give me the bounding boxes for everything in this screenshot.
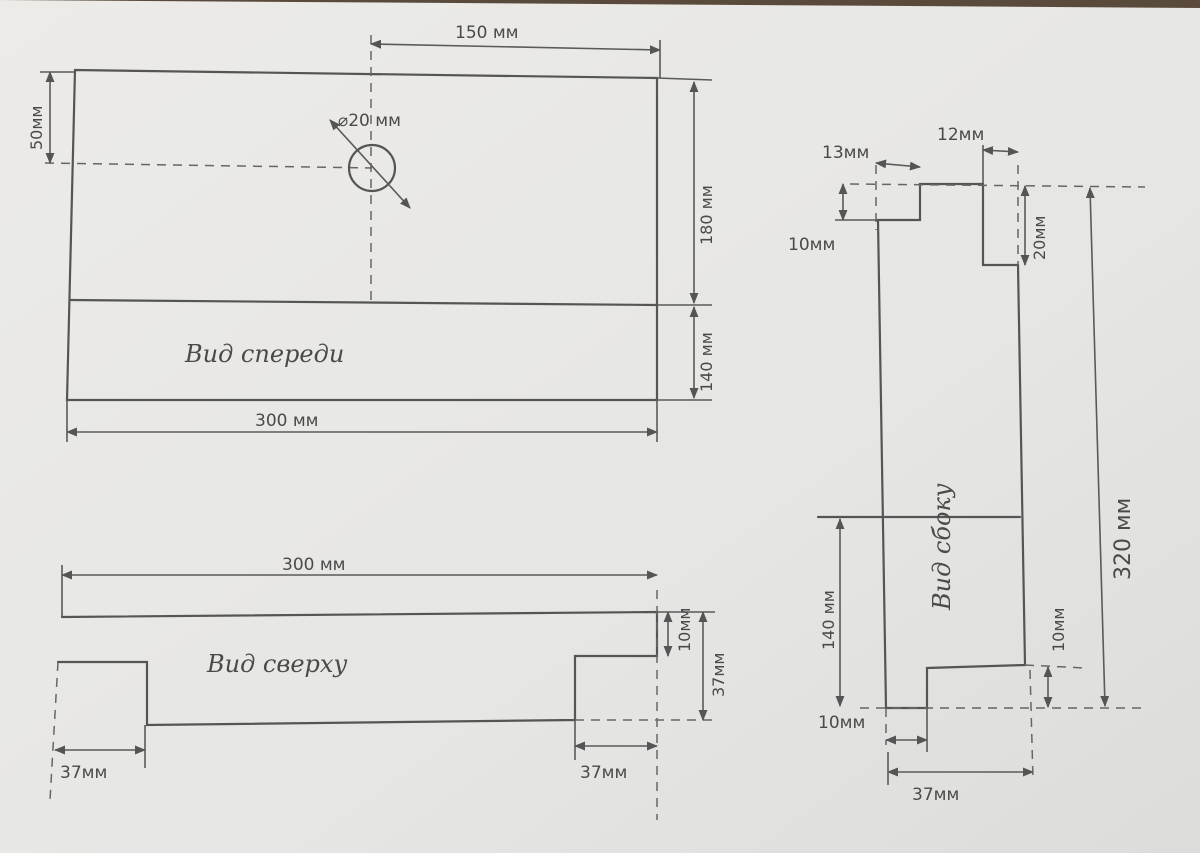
dim-top-300: 300 мм: [282, 555, 346, 575]
hole-diameter-label: ⌀20 мм: [338, 111, 401, 131]
dim-side-10-top: 10мм: [788, 235, 835, 255]
side-step-ext: [1024, 664, 1086, 669]
dim-top-10: 10мм: [675, 608, 694, 653]
dim-front-180: 180 мм: [697, 185, 716, 245]
dim-top-37-left: 37мм: [60, 763, 107, 783]
side-view: 13мм 12мм 10мм 20мм 320 мм 140 мм 10мм 1…: [788, 125, 1146, 805]
dim-side-12: 12мм: [937, 125, 984, 145]
dim-front-150: 150 мм: [455, 23, 519, 43]
dim-top-37: 37мм: [709, 653, 728, 698]
top-view-caption: Вид сверху: [206, 650, 347, 678]
dim-line-front-150: [369, 39, 662, 55]
side-bottom-right-axis: [1029, 669, 1034, 781]
dim-side-10-step: 10мм: [1049, 608, 1068, 653]
front-hole-axis: [44, 162, 373, 169]
front-view-caption: Вид спереди: [184, 340, 344, 368]
dim-side-20: 20мм: [1030, 216, 1049, 261]
dim-front-140: 140 мм: [697, 332, 716, 392]
dim-line-side-320: [1085, 186, 1110, 708]
dim-line-side-12: [981, 146, 1020, 156]
side-top-ext: [849, 183, 1146, 188]
front-view: ⌀20 мм 150 мм 50мм 180 мм 140 мм 300 мм …: [27, 23, 716, 442]
dim-front-300: 300 мм: [255, 411, 319, 431]
hole-diameter-leader: [329, 119, 411, 209]
top-view-outline: [56, 610, 659, 727]
side-view-caption: Вид сбоку: [928, 483, 956, 611]
dim-side-320: 320 мм: [1111, 498, 1136, 580]
dim-line-side-13: [874, 159, 922, 171]
dim-side-10-bottom: 10мм: [818, 713, 865, 733]
top-view: 300 мм 10мм 37мм 37мм 37мм Вид сверху: [49, 555, 728, 820]
top-view-left-axis: [49, 661, 59, 801]
dim-side-13: 13мм: [822, 143, 869, 163]
front-view-divider: [68, 298, 659, 307]
ext-line-front-r1: [656, 77, 713, 81]
dim-top-37-right: 37мм: [580, 763, 627, 783]
dim-side-140: 140 мм: [819, 590, 838, 650]
dim-side-37: 37мм: [912, 785, 959, 805]
dim-front-50: 50мм: [27, 106, 46, 151]
